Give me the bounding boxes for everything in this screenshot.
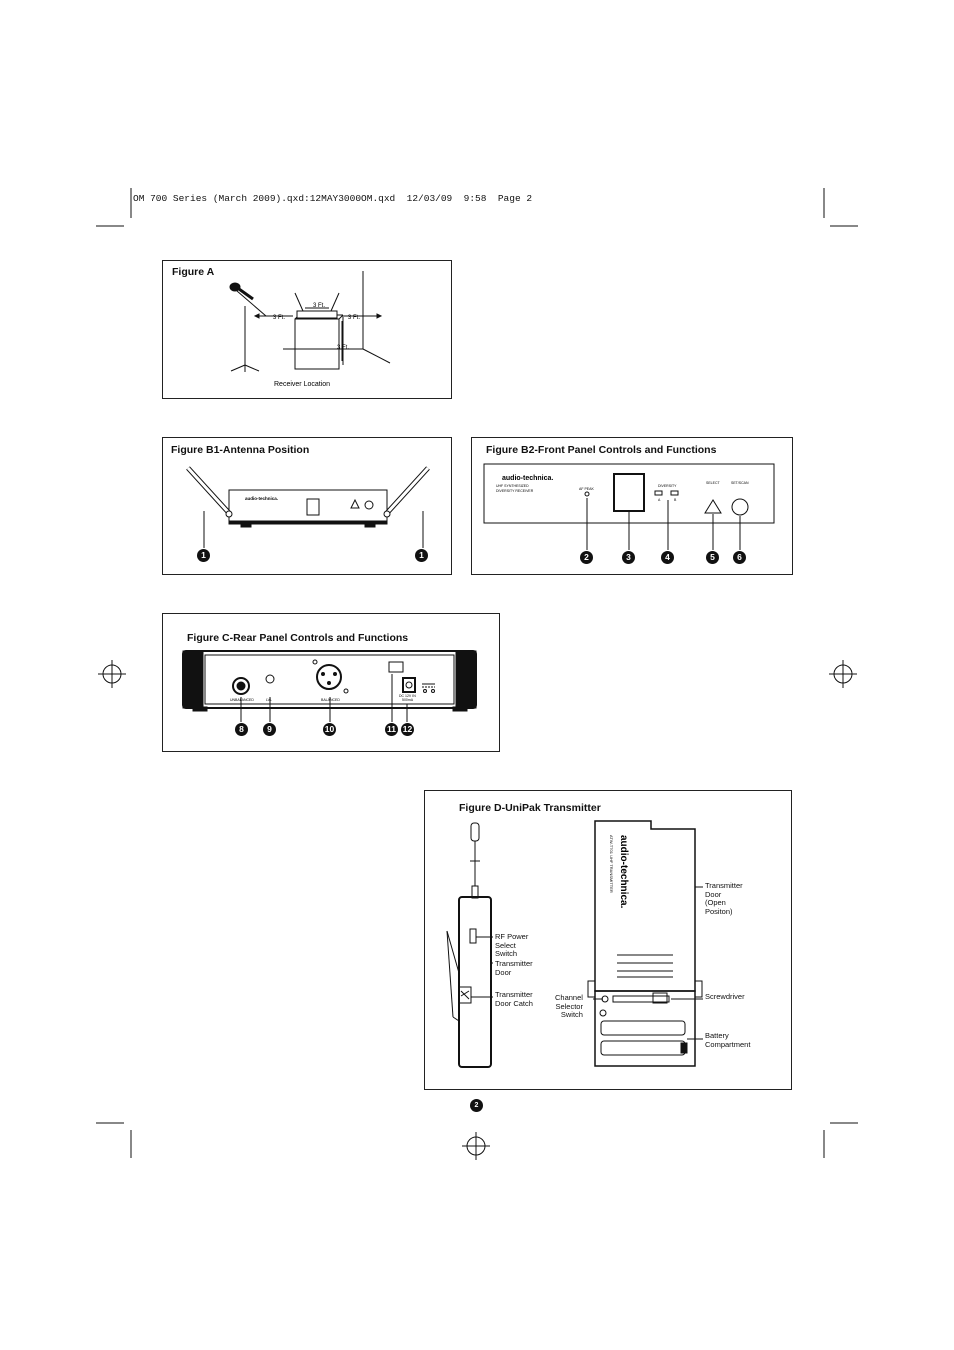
figa-dist-down: 3 Ft. [337, 345, 349, 351]
c-badge-12: 12 [401, 723, 414, 736]
c-balanced-label: BALANCED [321, 698, 340, 702]
figure-c-box: Figure C-Rear Panel Controls and Functio… [162, 613, 500, 752]
b2-badge-3: 3 [622, 551, 635, 564]
figure-c-title: Figure C-Rear Panel Controls and Functio… [187, 632, 409, 644]
d-door-open-label: Transmitter Door (Open Positon) [705, 881, 743, 916]
b2-div-b: B [674, 498, 677, 502]
d-rf-power-label: RF Power Select Switch [495, 932, 529, 958]
c-badge-10: 10 [323, 723, 336, 736]
c-badge-9: 9 [263, 723, 276, 736]
b2-badge-5: 5 [706, 551, 719, 564]
print-slug: OM 700 Series (March 2009).qxd:12MAY3000… [133, 193, 533, 204]
d-battery-compartment-label: Battery Compartment [705, 1031, 751, 1049]
b2-model-line2: DIVERSITY RECEIVER [496, 489, 534, 493]
d-channel-selector-label: Channel Selector Switch [555, 993, 583, 1019]
figure-a-box: Figure A [162, 260, 452, 399]
b1-badge-right: 1 [415, 549, 428, 562]
b2-badge-2: 2 [580, 551, 593, 564]
figure-b2-title: Figure B2-Front Panel Controls and Funct… [486, 444, 717, 456]
antenna-position-diagram: audio-technica. [186, 466, 430, 548]
b2-div-a: A [658, 498, 661, 502]
b1-badge-left: 1 [197, 549, 210, 562]
figure-d-box: Figure D-UniPak Transmitter [424, 790, 792, 1090]
c-dc-line1: DC 12V IN [399, 694, 416, 698]
b2-badge-6: 6 [733, 551, 746, 564]
c-badge-11: 11 [385, 723, 398, 736]
figa-caption: Receiver Location [274, 381, 330, 388]
d-transmitter-door-label: Transmitter Door [495, 959, 533, 977]
b2-setscan-label: SET/SCAN [731, 481, 749, 485]
c-lvl-label: LVL [266, 698, 272, 702]
figure-a-title: Figure A [172, 266, 215, 278]
d-screwdriver-label: Screwdriver [705, 992, 745, 1001]
page-number: 2 [470, 1099, 483, 1112]
b2-model-line1: UHF SYNTHESIZED [496, 484, 529, 488]
unipak-transmitter-diagram: audio-technica. ATW-T701 UHF TRANSMITTER [446, 820, 703, 1068]
front-panel-diagram: audio-technica. UHF SYNTHESIZED DIVERSIT… [483, 463, 775, 550]
d-model-side: ATW-T701 UHF TRANSMITTER [609, 835, 614, 893]
c-unbalanced-label: UNBALANCED [230, 698, 254, 702]
rear-panel-diagram: UNBALANCED LVL BALANCED DC 12V IN 500mA [182, 650, 477, 722]
figure-b1-title: Figure B1-Antenna Position [171, 444, 310, 456]
figure-b2-box: Figure B2-Front Panel Controls and Funct… [471, 437, 793, 575]
b2-af-peak-label: AF PEAK [579, 487, 594, 491]
receiver-location-diagram: 3 Ft. 3 Ft. 3 Ft. 3 Ft. Receiver Locatio… [229, 271, 391, 388]
figa-dist-left: 3 Ft. [273, 315, 285, 321]
b2-badge-4: 4 [661, 551, 674, 564]
figa-dist-top: 3 Ft. [313, 303, 325, 309]
b1-brand: audio-technica. [245, 496, 278, 501]
b2-select-label: SELECT [706, 481, 720, 485]
d-brand: audio-technica. [618, 835, 629, 909]
b2-diversity-label: DIVERSITY [658, 484, 677, 488]
d-door-catch-label: Transmitter Door Catch [495, 990, 533, 1008]
b2-brand: audio-technica. [502, 475, 553, 482]
figure-d-title: Figure D-UniPak Transmitter [459, 802, 601, 814]
c-dc-line2: 500mA [402, 698, 414, 702]
c-badge-8: 8 [235, 723, 248, 736]
figure-b1-box: Figure B1-Antenna Position audio-technic… [162, 437, 452, 575]
figa-dist-right: 3 Ft. [348, 315, 360, 321]
